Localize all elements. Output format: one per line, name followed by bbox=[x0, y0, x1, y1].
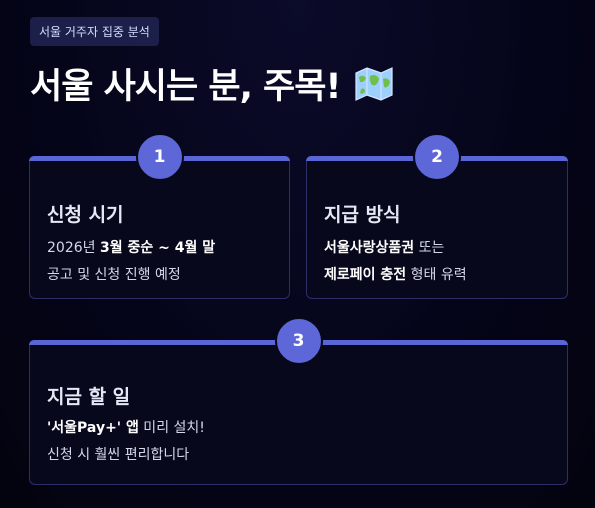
card-line-1: 서울사랑상품권 또는 bbox=[324, 240, 445, 256]
card-line-2: 공고 및 신청 진행 예정 bbox=[47, 267, 181, 283]
card-line-2: 신청 시 훨씬 편리합니다 bbox=[47, 447, 190, 463]
step-number-badge: 3 bbox=[274, 317, 323, 365]
card-body: '서울Pay+' 앱 미리 설치! 신청 시 훨씬 편리합니다 bbox=[47, 415, 205, 469]
card-title: 지급 방식 bbox=[324, 204, 401, 226]
headline-text: 서울 사시는 분, 주목! bbox=[30, 67, 341, 107]
section-tag: 서울 거주자 집중 분석 bbox=[30, 17, 159, 46]
card-title: 지금 할 일 bbox=[47, 386, 131, 408]
world-map-icon bbox=[354, 65, 394, 103]
page-title: 서울 사시는 분, 주목! bbox=[30, 58, 394, 109]
card-title: 신청 시기 bbox=[47, 204, 124, 226]
card-todo-now: 3 지금 할 일 '서울Pay+' 앱 미리 설치! 신청 시 훨씬 편리합니다 bbox=[29, 317, 568, 485]
step-number-badge: 1 bbox=[135, 133, 184, 181]
card-line-2: 제로페이 충전 형태 유력 bbox=[324, 267, 467, 283]
card-body: 서울사랑상품권 또는 제로페이 충전 형태 유력 bbox=[324, 235, 467, 289]
step-number-badge: 2 bbox=[413, 133, 461, 181]
card-payment-method: 2 지급 방식 서울사랑상품권 또는 제로페이 충전 형태 유력 bbox=[306, 133, 568, 299]
card-body: 2026년 3월 중순 ~ 4월 말 공고 및 신청 진행 예정 bbox=[47, 235, 215, 289]
card-line-1: 2026년 3월 중순 ~ 4월 말 bbox=[47, 240, 216, 256]
card-line-1: '서울Pay+' 앱 미리 설치! bbox=[47, 420, 205, 436]
card-apply-period: 1 신청 시기 2026년 3월 중순 ~ 4월 말 공고 및 신청 진행 예정 bbox=[29, 133, 290, 299]
